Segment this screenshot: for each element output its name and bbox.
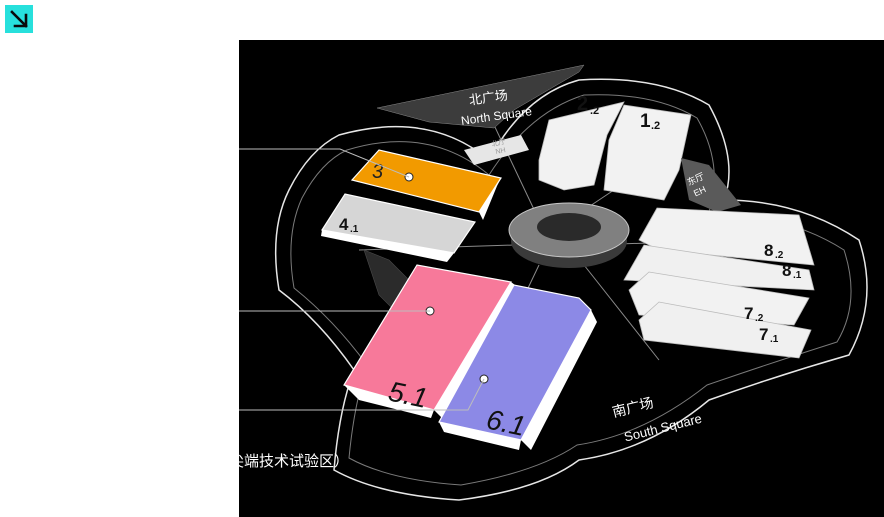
hall-4-1[interactable]: [321, 193, 476, 254]
svg-text:.1: .1: [350, 224, 359, 235]
svg-text:.1: .1: [793, 270, 802, 281]
hall-2-2[interactable]: [538, 101, 625, 191]
venue-map-drawing: 北广场 North Square 北厅 NH 2 .2 1 .2 东厅 EH 3…: [274, 64, 868, 501]
north-square-plaza: [376, 64, 585, 129]
hall-1-2[interactable]: [603, 104, 692, 201]
hall-3-label: 3: [372, 161, 383, 183]
svg-text:.2: .2: [775, 250, 784, 261]
east-hall: [681, 158, 741, 212]
hall-7-2-label: 7: [744, 304, 753, 323]
arrow-down-right-button[interactable]: [5, 5, 33, 33]
hall-4-1-label: 4: [339, 215, 349, 234]
svg-text:.2: .2: [590, 105, 599, 117]
north-hall-en: NH: [495, 147, 506, 156]
north-hall: [464, 135, 529, 165]
hall-8-1-label: 8: [782, 261, 791, 280]
svg-text:.2: .2: [755, 313, 764, 324]
hall-7-1[interactable]: [638, 301, 812, 359]
east-hall-en: EH: [692, 184, 708, 198]
north-hall-cn: 北厅: [491, 138, 506, 149]
hall-7-1-label: 7: [759, 325, 768, 344]
hall-2-2-label: 2: [577, 93, 588, 115]
svg-text:.2: .2: [651, 120, 660, 132]
north-square-cn: 北广场: [468, 87, 509, 107]
arrow-down-right-icon: [10, 10, 28, 28]
hall-1-2-label: 1: [640, 111, 651, 132]
hall-6-1[interactable]: [438, 284, 592, 441]
zone-caption: 尖端技术试验区）: [239, 452, 350, 470]
svg-text:.1: .1: [770, 334, 779, 345]
hall-8-2-label: 8: [764, 241, 773, 260]
venue-map: 北广场 North Square 北厅 NH 2 .2 1 .2 东厅 EH 3…: [239, 40, 884, 517]
